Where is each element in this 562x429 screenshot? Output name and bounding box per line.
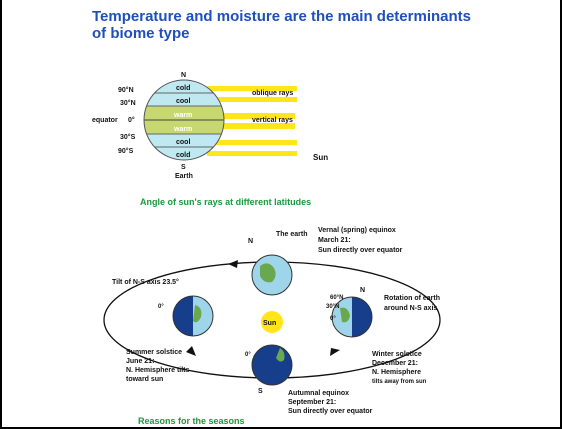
center-sun-label: Sun [263, 320, 276, 327]
top-sun-label: Sun [313, 153, 328, 162]
top-caption: Angle of sun's rays at different latitud… [140, 197, 311, 207]
right-n: N [360, 287, 365, 294]
lat-90n: 90°N [118, 86, 134, 94]
bottom-s: S [258, 388, 263, 395]
vertical-ray-1 [200, 113, 295, 119]
winter-line-3: N. Hemisphere [372, 369, 421, 376]
bottom-deg: 0° [245, 352, 251, 358]
vertical-rays-label: vertical rays [252, 117, 293, 124]
north-label: N [181, 72, 186, 79]
center-sun [261, 311, 283, 333]
oblique-ray-upper-2 [207, 97, 297, 102]
earth-top-land [260, 263, 276, 283]
earth-label: Earth [175, 173, 193, 180]
rotation-line-1: Rotation of earth [384, 295, 440, 302]
vernal-line-2: March 21: [318, 237, 351, 244]
earth-right-outline [331, 296, 373, 338]
earth-right-land [340, 307, 350, 323]
winter-line-1: Winter solstice [372, 351, 422, 358]
band-cool-2: cool [176, 139, 190, 146]
lat-90s: 90°S [118, 147, 134, 155]
winter-line-2: December 21: [372, 360, 418, 367]
right-lat-0: 0° [330, 316, 336, 322]
earth-left-night [173, 296, 193, 336]
sun-crescent [350, 40, 433, 201]
autumnal-line-3: Sun directly over equator [288, 408, 373, 415]
earth-outline [143, 79, 225, 161]
tilt-label: Tilt of N-S axis 23.5° [112, 278, 179, 286]
summer-line-4: toward sun [126, 376, 163, 383]
autumnal-line-2: September 21: [288, 399, 336, 406]
rotation-line-2: around N-S axis [384, 305, 437, 312]
winter-line-4: tilts away from sun [372, 379, 427, 385]
earth-bottom [251, 344, 293, 386]
lat-30s: 30°S [120, 133, 136, 141]
band-warm-2: warm [173, 126, 192, 133]
bottom-caption: Reasons for the seasons [138, 416, 245, 426]
autumnal-line-1: Autumnal equinox [288, 390, 349, 397]
summer-line-2: June 21: [126, 358, 154, 365]
top-earth-n: N [248, 238, 253, 245]
orbit-arrow-left [186, 346, 196, 356]
summer-line-1: Summer solstice [126, 349, 182, 356]
band-cold-1: cold [176, 85, 190, 92]
equator-label: equator [92, 117, 118, 124]
earth-bands [144, 80, 224, 160]
oblique-ray-lower [207, 140, 297, 145]
top-earth-label: The earth [276, 231, 308, 238]
slide-title: Temperature and moisture are the main de… [92, 8, 471, 42]
right-lat-30: 30°N [326, 304, 339, 310]
orbit-arrow-right [330, 348, 340, 356]
left-deg: 0° [158, 304, 164, 310]
earth-bottom-land [276, 348, 285, 362]
oblique-ray-lower-2 [207, 151, 297, 156]
band-cool-1: cool [176, 98, 190, 105]
band-warm-1: warm [173, 112, 192, 119]
lat-30n: 30°N [120, 99, 136, 107]
earth-left-day [193, 296, 213, 336]
summer-line-3: N. Hemisphere tilts [126, 367, 190, 374]
orbit-arrow-top [228, 260, 238, 268]
vertical-ray-2 [200, 123, 295, 129]
oblique-rays-label: oblique rays [252, 90, 293, 97]
earth-left-land [193, 305, 202, 323]
vernal-line-3: Sun directly over equator [318, 247, 403, 254]
south-label: S [181, 164, 186, 171]
right-lat-60: 60°N [330, 295, 343, 301]
earth-right-night [352, 297, 372, 337]
vernal-line-1: Vernal (spring) equinox [318, 227, 396, 234]
band-cold-2: cold [176, 152, 190, 159]
earth-left-outline [172, 295, 214, 337]
oblique-ray-upper [207, 86, 297, 91]
lat-0: 0° [128, 116, 135, 124]
